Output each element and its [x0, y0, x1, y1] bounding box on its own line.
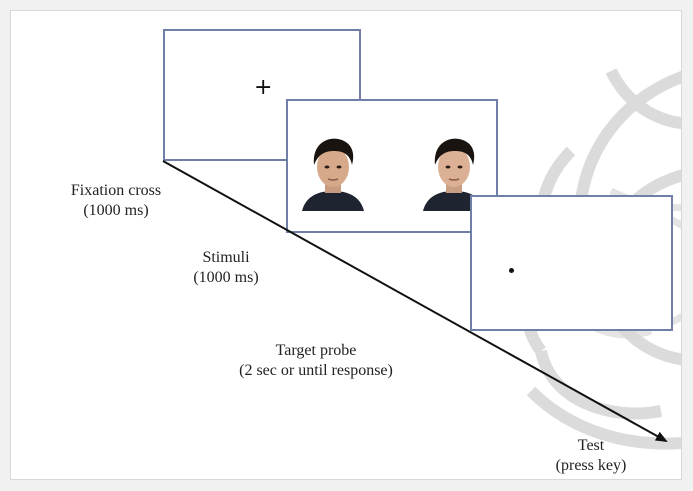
figure-panel: + [10, 10, 682, 480]
fixation-cross-icon: + [254, 75, 273, 100]
stimuli-screen [286, 99, 498, 233]
stage-duration: (press key) [555, 457, 627, 474]
stage-name: Stimuli [202, 249, 250, 266]
test-screen [470, 195, 673, 331]
probe-dot-icon [509, 268, 514, 273]
stage-name: Fixation cross [70, 182, 162, 199]
stage-label-fixation: Fixation cross (1000 ms) [41, 181, 191, 221]
stage-label-test: Test (press key) [531, 436, 651, 476]
stage-duration: (1000 ms) [193, 269, 259, 286]
stage-label-stimuli: Stimuli (1000 ms) [161, 248, 291, 288]
stage-name: Target probe [275, 342, 357, 359]
stage-name: Test [577, 437, 605, 454]
face-photo-icon [298, 131, 368, 211]
stage-label-target-probe: Target probe (2 sec or until response) [206, 341, 426, 381]
stage-duration: (1000 ms) [83, 202, 149, 219]
stage-duration: (2 sec or until response) [239, 362, 393, 379]
